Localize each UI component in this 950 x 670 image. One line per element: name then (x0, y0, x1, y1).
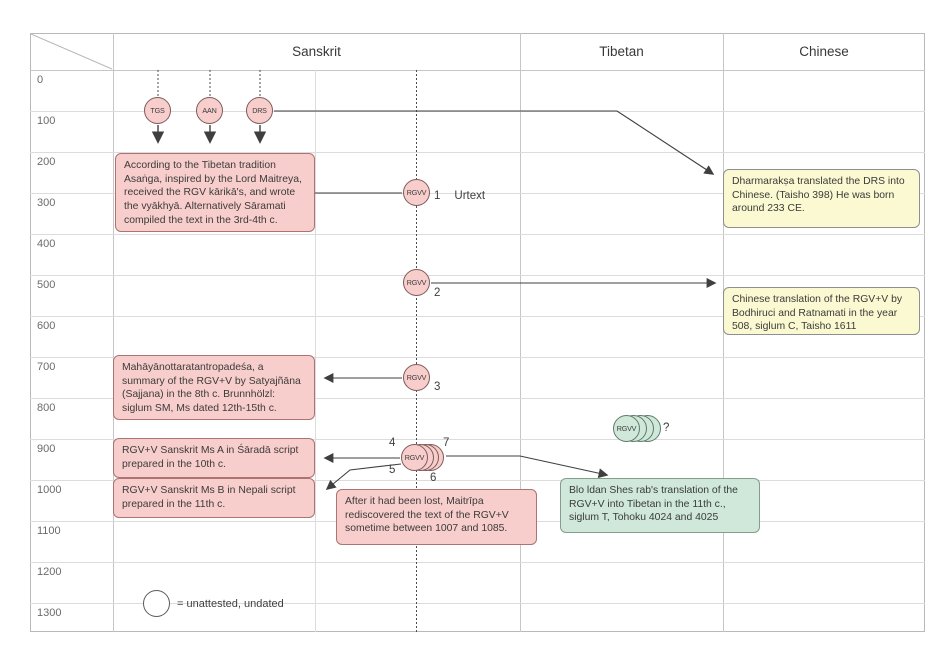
node-rgvv-tibetan-stack-front[interactable]: RGVV (613, 415, 640, 442)
legend-unattested-circle (143, 590, 170, 617)
column-header-chinese: Chinese (799, 44, 849, 59)
year-label: 1200 (37, 566, 62, 578)
node-rgvv-stack-front[interactable]: RGVV (401, 444, 428, 471)
year-label: 0 (37, 74, 44, 86)
grid-row-line (30, 603, 925, 604)
grid-row-line (30, 480, 925, 481)
node-rgvv-2[interactable]: RGVV (403, 269, 430, 296)
marker-4: 4 (389, 437, 396, 449)
grid-row-line (30, 398, 925, 399)
year-label: 1300 (37, 607, 62, 619)
grid-row-line (30, 357, 925, 358)
grid-row-line (30, 316, 925, 317)
grid-row-line (30, 439, 925, 440)
grid-row-line (30, 193, 925, 194)
node-drs-circle[interactable]: DRS (246, 97, 273, 124)
grid-row-line (30, 562, 925, 563)
note-bodhiruci-translation[interactable]: Chinese translation of the RGV+V by Bodh… (723, 287, 920, 335)
year-label: 1100 (37, 525, 61, 537)
arrow-stack-to-ms-b (325, 463, 402, 490)
node-rgvv-3[interactable]: RGVV (403, 364, 430, 391)
year-label: 900 (37, 443, 56, 455)
marker-question: ? (663, 422, 670, 434)
note-blo-ldan-translation[interactable]: Blo ldan Shes rab's translation of the R… (560, 478, 760, 533)
year-label: 200 (37, 156, 56, 168)
year-label: 700 (37, 361, 56, 373)
marker-1-label: Urtext (454, 190, 486, 202)
column-header-sanskrit: Sanskrit (292, 44, 341, 59)
header-separator (30, 70, 925, 71)
legend-label: = unattested, undated (177, 598, 284, 610)
grid-col-line (315, 70, 316, 632)
arrow-stack-to-tibetan (446, 455, 609, 479)
year-label: 600 (37, 320, 56, 332)
note-dharmaraksa[interactable]: Dharmarakṣa translated the DRS into Chin… (723, 169, 920, 228)
year-label: 400 (37, 238, 56, 250)
note-ms-a[interactable]: RGV+V Sanskrit Ms A in Śāradā script pre… (113, 438, 315, 478)
marker-2: 2 (434, 287, 441, 299)
node-rgvv-1-urtext[interactable]: RGVV (403, 179, 430, 206)
year-label: 500 (37, 279, 56, 291)
note-asanga-tradition[interactable]: According to the Tibetan tradition Asaṅg… (115, 153, 315, 232)
grid-col-line (113, 33, 114, 632)
grid-row-line (30, 152, 925, 153)
year-label: 300 (37, 197, 56, 209)
node-aan-circle[interactable]: AAN (196, 97, 223, 124)
marker-5: 5 (389, 464, 396, 476)
grid-border (30, 33, 925, 632)
marker-6: 6 (430, 472, 437, 484)
marker-7: 7 (443, 437, 450, 449)
note-maitripa-rediscovery[interactable]: After it had been lost, Maitrīpa redisco… (336, 489, 537, 545)
grid-row-line (30, 234, 925, 235)
marker-3: 3 (434, 381, 441, 393)
year-label: 100 (37, 115, 56, 127)
grid-col-line (520, 33, 521, 632)
grid-row-line (30, 275, 925, 276)
column-header-tibetan: Tibetan (599, 44, 644, 59)
corner-diagonal (30, 33, 113, 70)
marker-1-number: 1 (434, 190, 441, 202)
year-label: 1000 (37, 484, 62, 496)
arrow-drs-to-chinese (274, 110, 715, 175)
node-tgs-circle[interactable]: TGS (144, 97, 171, 124)
marker-1-urtext: 1 Urtext (434, 190, 485, 202)
note-mahayanottara-summary[interactable]: Mahāyānottaratantropadeśa, a summary of … (113, 355, 315, 420)
year-label: 800 (37, 402, 56, 414)
note-ms-b[interactable]: RGV+V Sanskrit Ms B in Nepali script pre… (113, 478, 315, 518)
